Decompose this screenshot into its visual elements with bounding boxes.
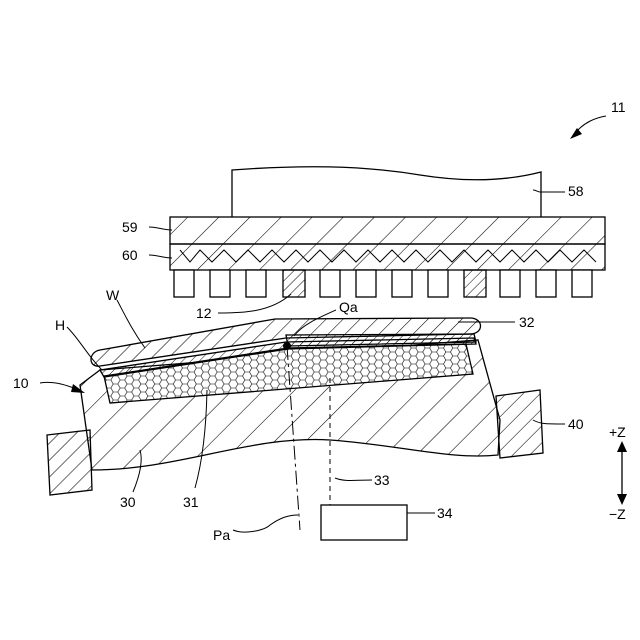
pin-row [174,270,592,297]
label-10: 10 [13,375,29,391]
pin [174,270,194,297]
label-w: W [106,287,120,303]
z-axis-arrow [617,441,627,505]
label-11: 11 [611,99,626,115]
label-58: 58 [568,183,584,199]
pin [500,270,520,297]
assembly-arrow [570,116,606,139]
label-h: H [55,317,65,333]
head-block [232,167,541,217]
pin [572,270,592,297]
label-31: 31 [183,494,199,510]
pin [392,270,412,297]
label-12: 12 [196,305,212,321]
pin-12 [283,270,305,297]
pin [428,270,448,297]
label-60: 60 [122,247,138,263]
pin [320,270,340,297]
label-40: 40 [568,416,584,432]
lower-plate [170,244,605,270]
pin-hatched [464,270,486,297]
pin [246,270,266,297]
pin [210,270,230,297]
side-block-40 [496,390,543,458]
upper-plate [170,217,605,244]
label-33: 33 [374,472,390,488]
label-34: 34 [437,505,453,521]
label-pa: Pa [213,527,230,543]
pin [536,270,556,297]
sensor-box [321,505,407,540]
label-30: 30 [120,494,136,510]
label-qa: Qa [339,299,358,315]
pin [356,270,376,297]
stage-arrow [40,382,85,393]
label-plus-z: +Z [609,424,626,440]
label-59: 59 [122,219,138,235]
left-block [47,430,92,495]
label-32: 32 [519,314,535,330]
label-minus-z: −Z [609,506,626,522]
